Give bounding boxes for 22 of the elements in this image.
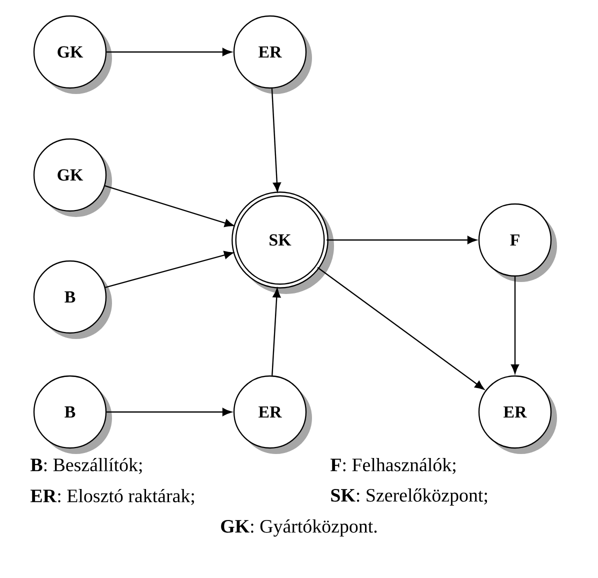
legend-text: SK: Szerelőközpont; [331,488,488,506]
legend-text: ER: Elosztó raktárak; [30,488,194,506]
arrow [106,408,232,416]
arrow [104,185,234,227]
arrow [272,288,281,376]
circle-node: ER [233,375,312,454]
circle-node: GK [33,15,112,94]
arrow [511,276,519,374]
circle-node: GK [33,138,112,217]
arrow [106,48,232,56]
arrow [105,251,234,288]
circle-node: ER [478,375,557,454]
arrow [317,267,484,390]
circle-node: B [33,375,112,454]
arrow [326,236,477,244]
arrow [271,88,281,192]
circle-node: B [33,260,112,339]
legend-text: GK: Gyártóközpont. [221,519,377,537]
circle-node: ER [233,15,312,94]
circle-node: SK [232,192,334,294]
circle-node: F [478,203,557,282]
legend-text: F: Felhasználók; [330,458,456,474]
